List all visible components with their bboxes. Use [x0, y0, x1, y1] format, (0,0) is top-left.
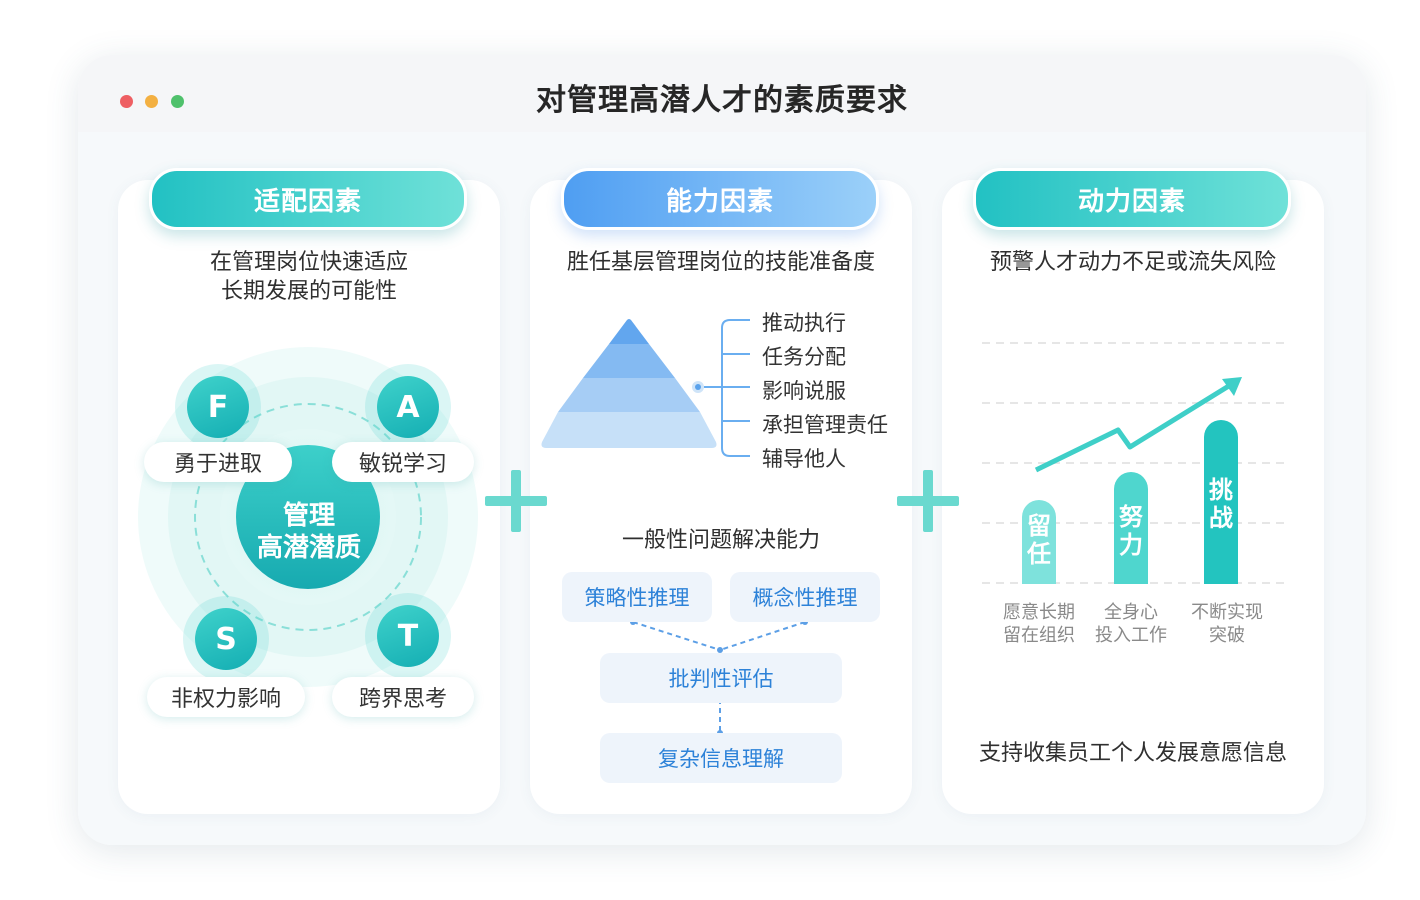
bar-caption-effort: 全身心 投入工作 — [1095, 602, 1167, 646]
pyramid-tier-4 — [541, 412, 717, 448]
bar-caption-retention: 愿意长期 留在组织 — [1003, 602, 1075, 646]
pyramid-tier-1 — [609, 319, 649, 344]
tag-critical-evaluation: 批判性评估 — [600, 653, 842, 703]
skill-item: 推动执行 — [762, 311, 846, 335]
general-problem-solving-title: 一般性问题解决能力 — [621, 528, 820, 553]
bar-retention: 留 任 — [1022, 500, 1056, 584]
letter-s-badge: S — [195, 608, 257, 670]
center-label: 管理 高潜潜质 — [256, 500, 362, 564]
motivation-footer: 支持收集员工个人发展意愿信息 — [978, 741, 1287, 766]
dashed-ring — [194, 403, 422, 631]
trend-line — [1034, 381, 1234, 473]
skill-item: 辅导他人 — [762, 447, 846, 471]
tag-complex-info: 复杂信息理解 — [600, 733, 842, 783]
tag-connectors — [630, 619, 808, 736]
center-label-line-2: 高潜潜质 — [256, 533, 361, 563]
skill-item: 影响说服 — [762, 379, 846, 403]
fast-ring-graphic — [138, 347, 478, 687]
ability-subtitle: 胜任基层管理岗位的技能准备度 — [566, 250, 875, 275]
fit-factor-header: 适配因素 — [149, 168, 467, 230]
bar-effort: 努 力 — [1114, 472, 1148, 584]
ability-factor-card: 能力因素 胜任基层管理岗位的技能准备度 推动执行 任务分配 — [530, 168, 912, 814]
letter-f-badge: F — [187, 376, 249, 438]
maximize-dot[interactable] — [171, 95, 184, 108]
trait-cross-boundary: 跨界思考 — [332, 677, 474, 717]
trend-arrowhead — [1222, 377, 1242, 396]
letter-t-badge: T — [377, 605, 439, 667]
pyramid-connector-dot — [695, 384, 701, 390]
content-area: 适配因素 在管理岗位快速适应 长期发展的可能性 — [78, 132, 1366, 845]
tag-conceptual-reasoning: 概念性推理 — [730, 572, 880, 622]
pyramid-graphic — [541, 319, 750, 457]
page-title: 对管理高潜人才的素质要求 — [536, 83, 908, 118]
fit-subtitle-line-1: 在管理岗位快速适应 — [209, 250, 408, 275]
motivation-factor-card: 动力因素 预警人才动力不足或流失风险 留 任 努 力 挑 战 — [942, 168, 1324, 814]
pyramid-tier-2 — [583, 344, 675, 378]
tag-strategic-reasoning: 策略性推理 — [562, 572, 712, 622]
trait-learning: 敏锐学习 — [332, 442, 474, 482]
main-window: 对管理高潜人才的素质要求 适配因素 在管理岗位快速适应 长期发展的可能性 — [78, 55, 1366, 845]
fit-factor-subtitle: 在管理岗位快速适应 长期发展的可能性 — [118, 248, 500, 306]
bar-challenge: 挑 战 — [1204, 420, 1238, 584]
plus-icon — [485, 470, 547, 532]
fit-subtitle-line-2: 长期发展的可能性 — [220, 279, 397, 304]
skill-item: 承担管理责任 — [762, 413, 888, 437]
bar-caption-challenge: 不断实现 突破 — [1191, 602, 1263, 646]
fit-factor-card: 适配因素 在管理岗位快速适应 长期发展的可能性 — [118, 168, 500, 814]
ability-factor-header: 能力因素 — [561, 168, 879, 230]
motivation-factor-header: 动力因素 — [973, 168, 1291, 230]
plus-icon — [897, 470, 959, 532]
center-label-line-1: 管理 — [282, 501, 335, 531]
skill-item: 任务分配 — [762, 345, 846, 369]
minimize-dot[interactable] — [145, 95, 158, 108]
motivation-subtitle: 预警人才动力不足或流失风险 — [989, 250, 1276, 275]
title-bar: 对管理高潜人才的素质要求 — [78, 55, 1366, 132]
trait-enterprising: 勇于进取 — [144, 442, 292, 482]
letter-a-badge: A — [377, 376, 439, 438]
trait-influence: 非权力影响 — [147, 677, 305, 717]
pyramid-tier-3 — [558, 378, 700, 412]
close-dot[interactable] — [120, 95, 133, 108]
